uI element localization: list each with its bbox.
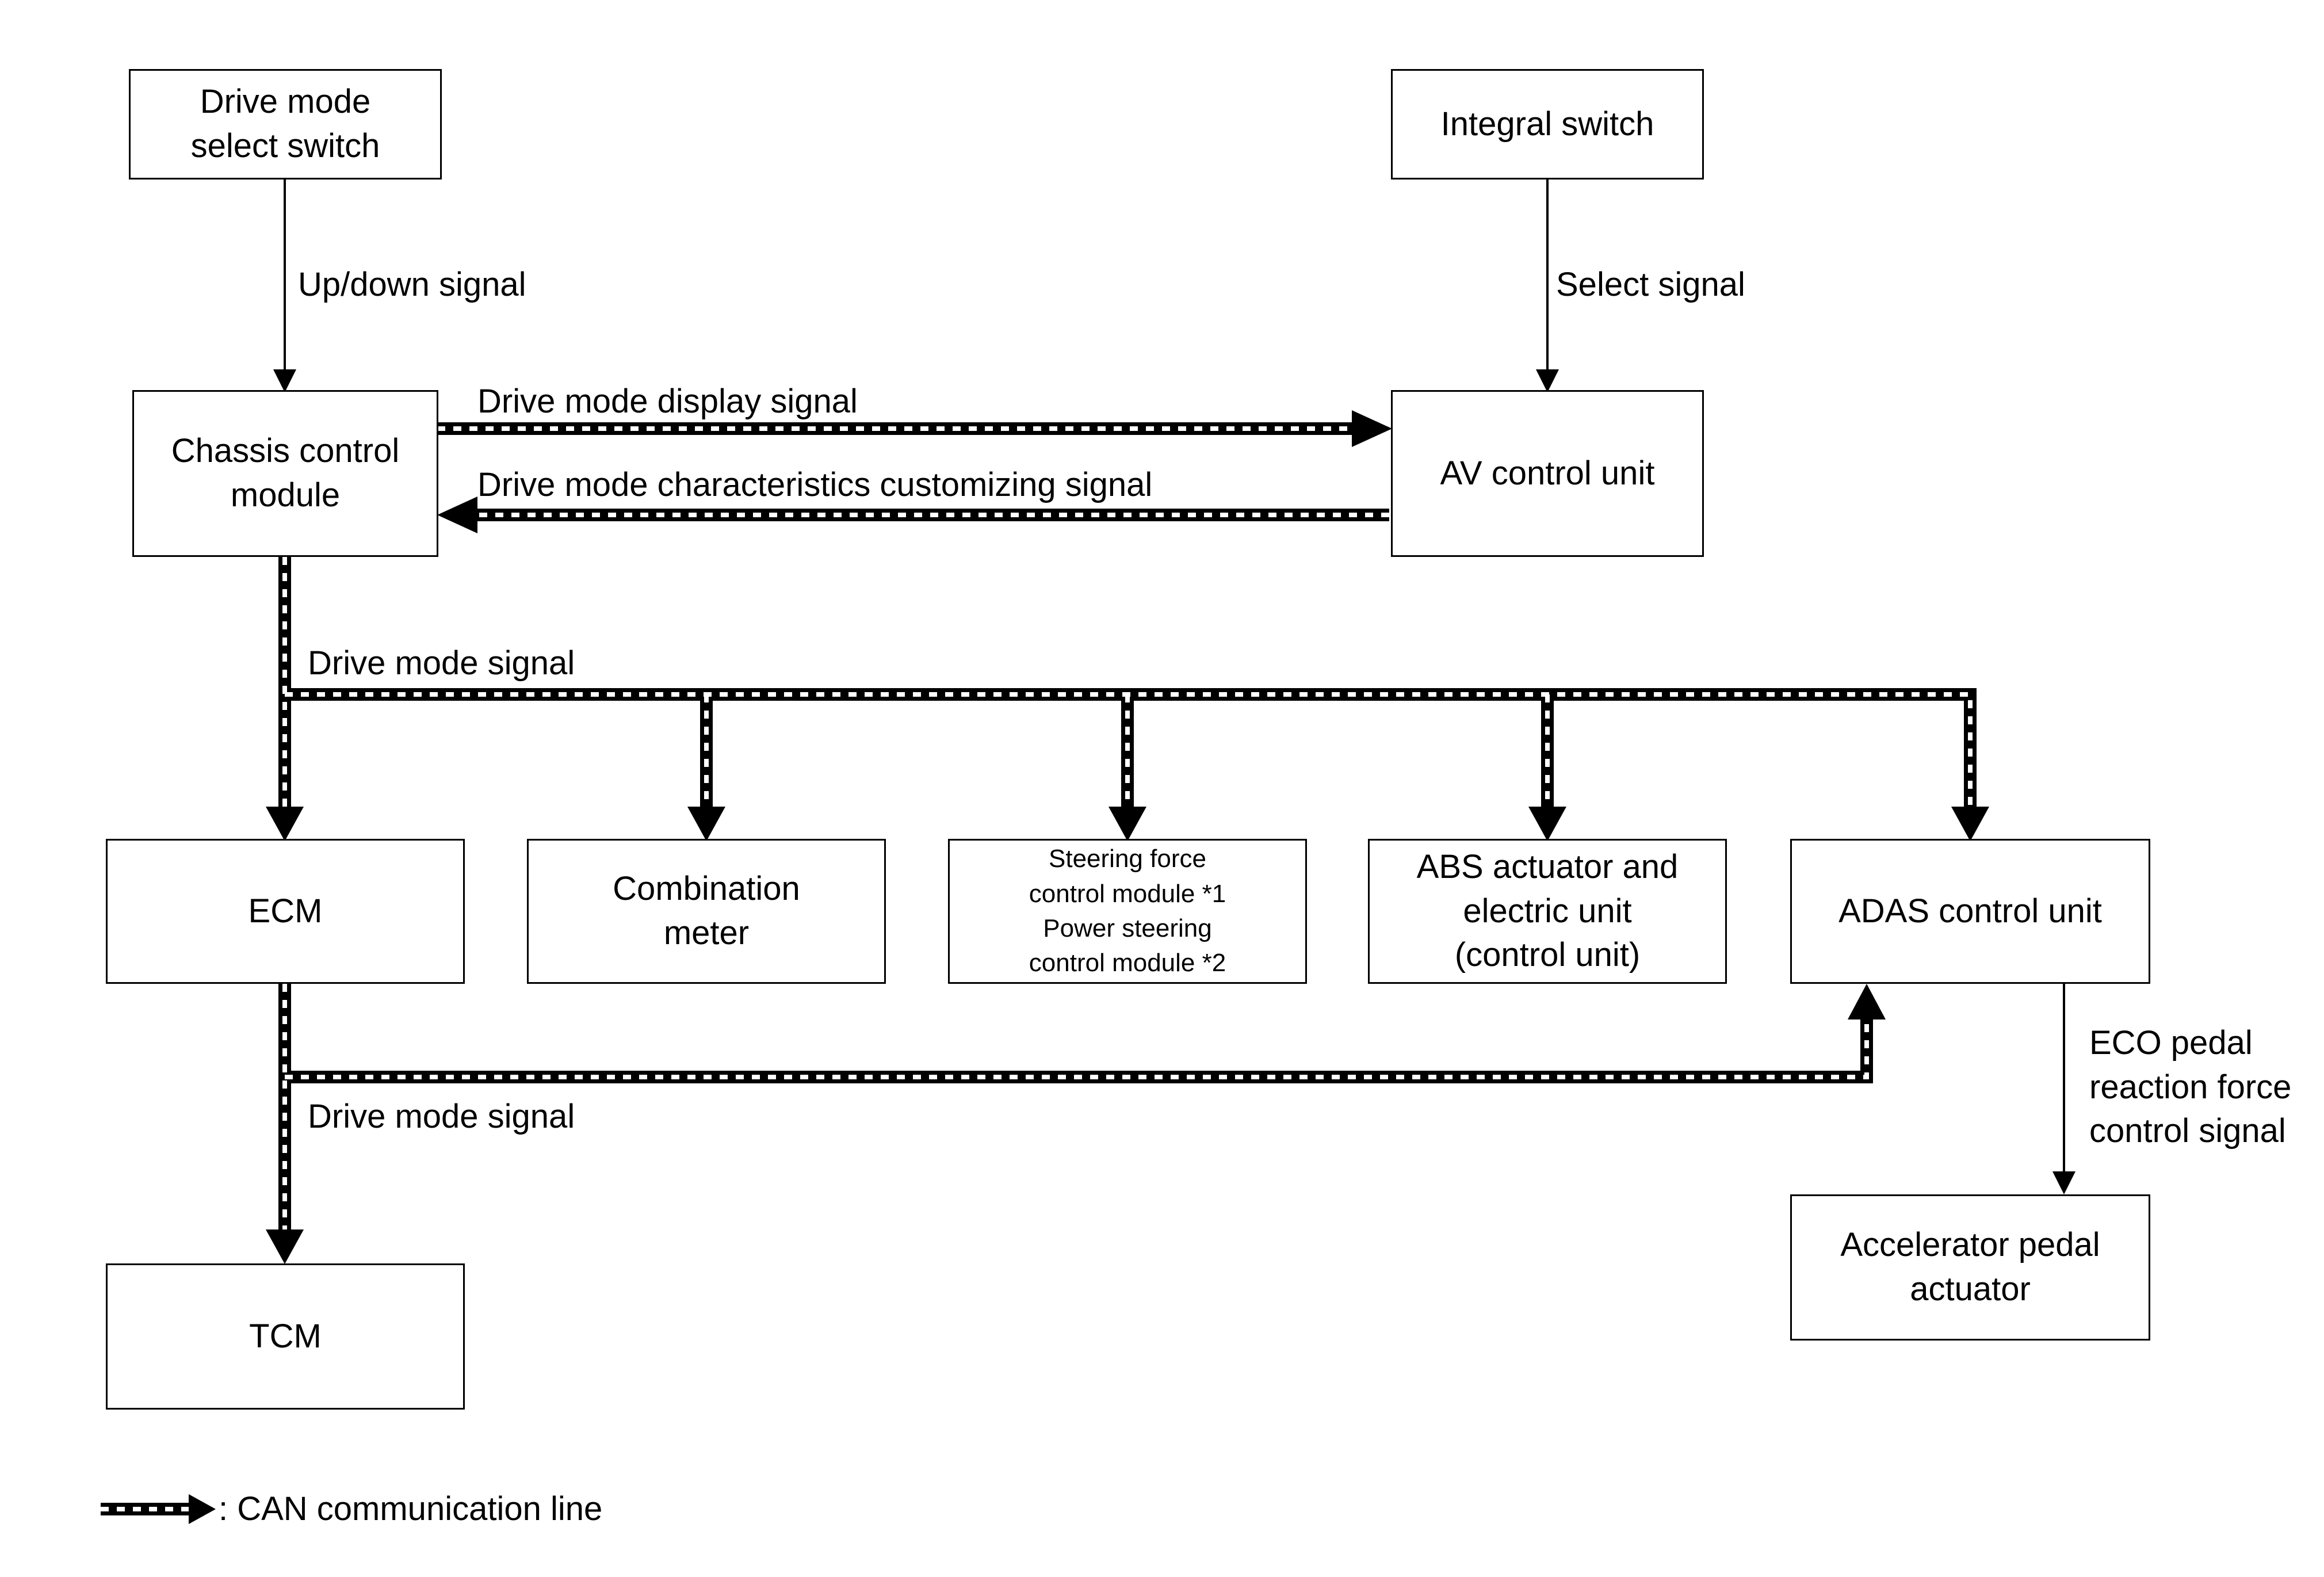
arrow-to-tcm	[266, 1229, 304, 1264]
ecm-box: ECM	[106, 839, 465, 984]
thin-signal-lines	[273, 180, 2075, 1194]
abs-actuator-box: ABS actuator and electric unit (control …	[1368, 839, 1727, 984]
legend-arrowhead	[189, 1494, 216, 1524]
arrow-to-ecm	[266, 807, 304, 841]
drive-mode-signal-label-lower: Drive mode signal	[308, 1098, 575, 1135]
integral-switch-box: Integral switch	[1391, 69, 1704, 180]
av-control-unit-box: AV control unit	[1391, 390, 1704, 557]
drive-mode-display-signal-label: Drive mode display signal	[477, 383, 858, 420]
arrow-to-combination-meter	[687, 807, 725, 841]
drive-mode-select-switch-box: Drive mode select switch	[129, 69, 442, 180]
chassis-control-module-box: Chassis control module	[132, 390, 438, 557]
eco-pedal-signal-label: ECO pedal reaction force control signal	[2089, 1024, 2292, 1150]
drive-mode-customizing-signal-label: Drive mode characteristics customizing s…	[477, 466, 1153, 503]
select-signal-label: Select signal	[1556, 266, 1745, 303]
arrow-to-chassis-control	[437, 497, 477, 533]
up-down-signal-label: Up/down signal	[298, 266, 526, 303]
arrow-to-adas	[1951, 807, 1989, 841]
can-arrowheads	[189, 410, 1989, 1524]
arrow-to-adas-from-ecm	[1848, 984, 1886, 1019]
arrow-to-av-control	[1352, 410, 1392, 447]
adas-control-unit-box: ADAS control unit	[1790, 839, 2150, 984]
legend-text: : CAN communication line	[219, 1490, 603, 1528]
drive-mode-signal-label-upper: Drive mode signal	[308, 644, 575, 682]
arrow-to-abs	[1528, 807, 1566, 841]
arrow-to-steering	[1109, 807, 1146, 841]
tcm-box: TCM	[106, 1263, 465, 1410]
accelerator-pedal-actuator-box: Accelerator pedal actuator	[1790, 1194, 2150, 1341]
combination-meter-box: Combination meter	[527, 839, 886, 984]
steering-control-module-box: Steering force control module *1 Power s…	[948, 839, 1307, 984]
can-lines	[101, 422, 1977, 1515]
